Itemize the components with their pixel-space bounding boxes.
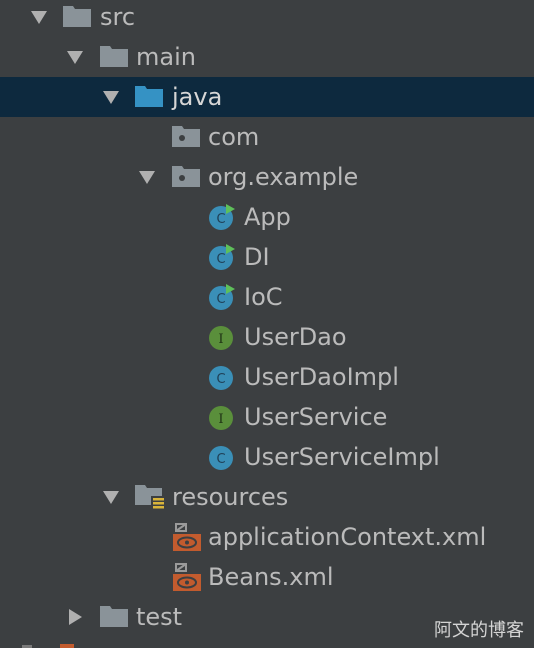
svg-text:C: C bbox=[216, 212, 225, 227]
tree-row-org-example[interactable]: org.example bbox=[0, 157, 534, 197]
tree-row-userserviceimpl[interactable]: C UserServiceImpl bbox=[0, 437, 534, 477]
tree-row-label: src bbox=[100, 3, 136, 31]
svg-text:C: C bbox=[216, 292, 225, 307]
tree-row-label: com bbox=[208, 123, 260, 151]
runnable-class-icon: C bbox=[206, 243, 236, 271]
runnable-class-icon: C bbox=[206, 283, 236, 311]
tree-row-label: applicationContext.xml bbox=[208, 523, 487, 551]
chevron-down-icon[interactable] bbox=[100, 477, 124, 517]
watermark: 阿文的博客 bbox=[434, 620, 524, 641]
chevron-right-icon[interactable] bbox=[64, 597, 88, 637]
tree-row-di[interactable]: C DI bbox=[0, 237, 534, 277]
tree-row-beans-xml[interactable]: Beans.xml bbox=[0, 557, 534, 597]
next-row-icon-peek bbox=[60, 644, 74, 648]
tree-row-label: UserService bbox=[244, 403, 388, 431]
svg-text:I: I bbox=[218, 412, 223, 427]
xml-file-icon bbox=[171, 563, 201, 591]
chevron-down-icon[interactable] bbox=[100, 77, 124, 117]
chevron-down-icon[interactable] bbox=[136, 157, 160, 197]
tree-row-test[interactable]: test bbox=[0, 597, 534, 637]
runnable-class-icon: C bbox=[206, 203, 236, 231]
interface-icon: I bbox=[206, 323, 236, 351]
tree-row-label: UserDao bbox=[244, 323, 347, 351]
tree-row-applicationcontext-xml[interactable]: applicationContext.xml bbox=[0, 517, 534, 557]
tree-row-app[interactable]: C App bbox=[0, 197, 534, 237]
package-icon bbox=[171, 123, 201, 151]
tree-row-label: App bbox=[244, 203, 291, 231]
svg-text:I: I bbox=[218, 332, 223, 347]
tree-row-label: java bbox=[172, 83, 223, 111]
xml-file-icon bbox=[171, 523, 201, 551]
resources-folder-icon bbox=[134, 483, 165, 511]
tree-row-label: IoC bbox=[244, 283, 283, 311]
folder-icon bbox=[62, 3, 92, 31]
interface-icon: I bbox=[206, 403, 236, 431]
chevron-down-icon[interactable] bbox=[28, 0, 52, 37]
tree-row-label: org.example bbox=[208, 163, 359, 191]
class-icon: C bbox=[206, 443, 236, 471]
tree-row-main[interactable]: main bbox=[0, 37, 534, 77]
svg-text:C: C bbox=[216, 372, 225, 387]
tree-row-ioc[interactable]: C IoC bbox=[0, 277, 534, 317]
tree-row-label: resources bbox=[172, 483, 289, 511]
tree-row-label: test bbox=[136, 603, 183, 631]
svg-text:C: C bbox=[216, 252, 225, 267]
tree-row-resources[interactable]: resources bbox=[0, 477, 534, 517]
chevron-down-icon[interactable] bbox=[64, 37, 88, 77]
folder-icon bbox=[99, 603, 129, 631]
tree-row-com[interactable]: com bbox=[0, 117, 534, 157]
tree-row-label: main bbox=[136, 43, 196, 71]
class-icon: C bbox=[206, 363, 236, 391]
tree-row-userservice[interactable]: I UserService bbox=[0, 397, 534, 437]
package-icon bbox=[171, 163, 201, 191]
svg-text:C: C bbox=[216, 452, 225, 467]
tree-row-label: UserServiceImpl bbox=[244, 443, 440, 471]
tree-row-label: UserDaoImpl bbox=[244, 363, 399, 391]
tree-row-label: Beans.xml bbox=[208, 563, 334, 591]
next-row-arrow-peek bbox=[22, 645, 32, 648]
tree-row-src[interactable]: src bbox=[0, 0, 534, 37]
tree-row-userdao[interactable]: I UserDao bbox=[0, 317, 534, 357]
source-folder-icon bbox=[134, 83, 164, 111]
tree-row-label: DI bbox=[244, 243, 270, 271]
tree-row-userdaoimpl[interactable]: C UserDaoImpl bbox=[0, 357, 534, 397]
folder-icon bbox=[99, 43, 129, 71]
tree-row-java[interactable]: java bbox=[0, 77, 534, 117]
